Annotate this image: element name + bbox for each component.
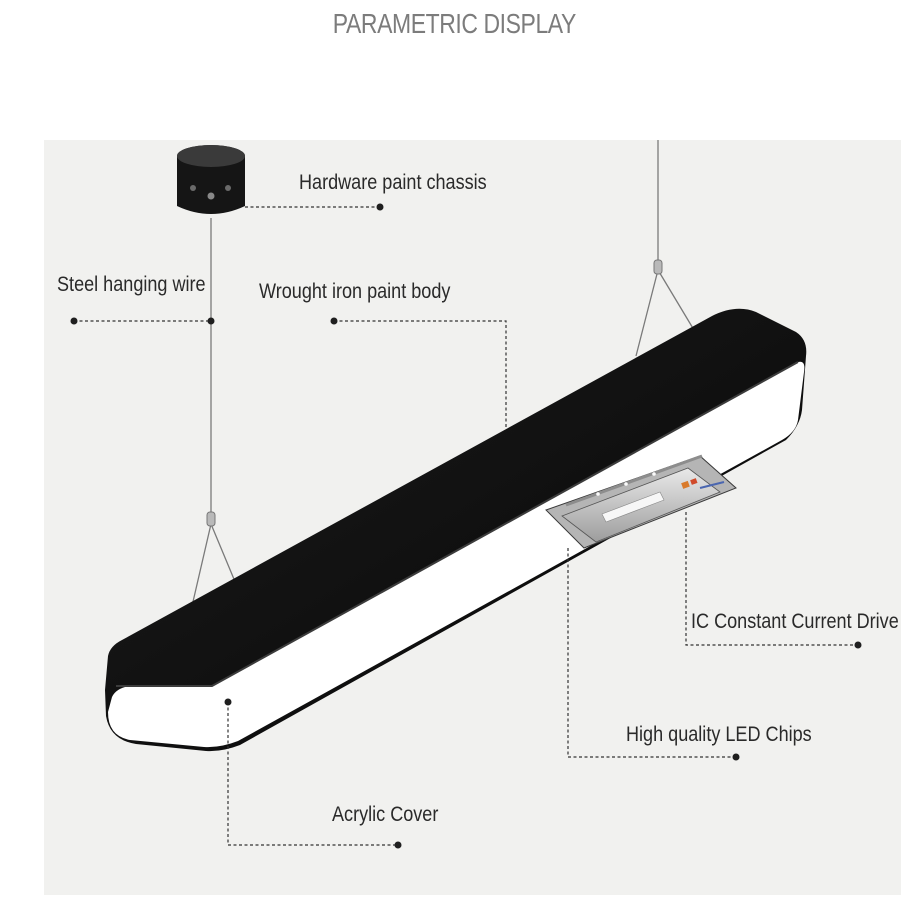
label-hardware-paint-chassis: Hardware paint chassis <box>299 171 487 194</box>
steel-hanging-wire <box>191 140 695 607</box>
label-high-quality-led-chips: High quality LED Chips <box>626 723 812 746</box>
label-acrylic-cover: Acrylic Cover <box>332 803 439 826</box>
leader-lines <box>74 206 858 846</box>
wire-clamps <box>206 259 663 527</box>
page-title: PARAMETRIC DISPLAY <box>332 8 577 39</box>
lamp-body <box>105 308 807 752</box>
label-wrought-iron-paint-body: Wrought iron paint body <box>259 280 451 303</box>
ceiling-canopy <box>177 145 245 214</box>
leader-endpoints <box>70 203 862 849</box>
driver-compartment <box>545 454 737 549</box>
label-ic-constant-current-drive: IC Constant Current Drive <box>691 610 899 633</box>
acrylic-diffuser <box>108 361 805 748</box>
label-steel-hanging-wire: Steel hanging wire <box>57 273 206 296</box>
